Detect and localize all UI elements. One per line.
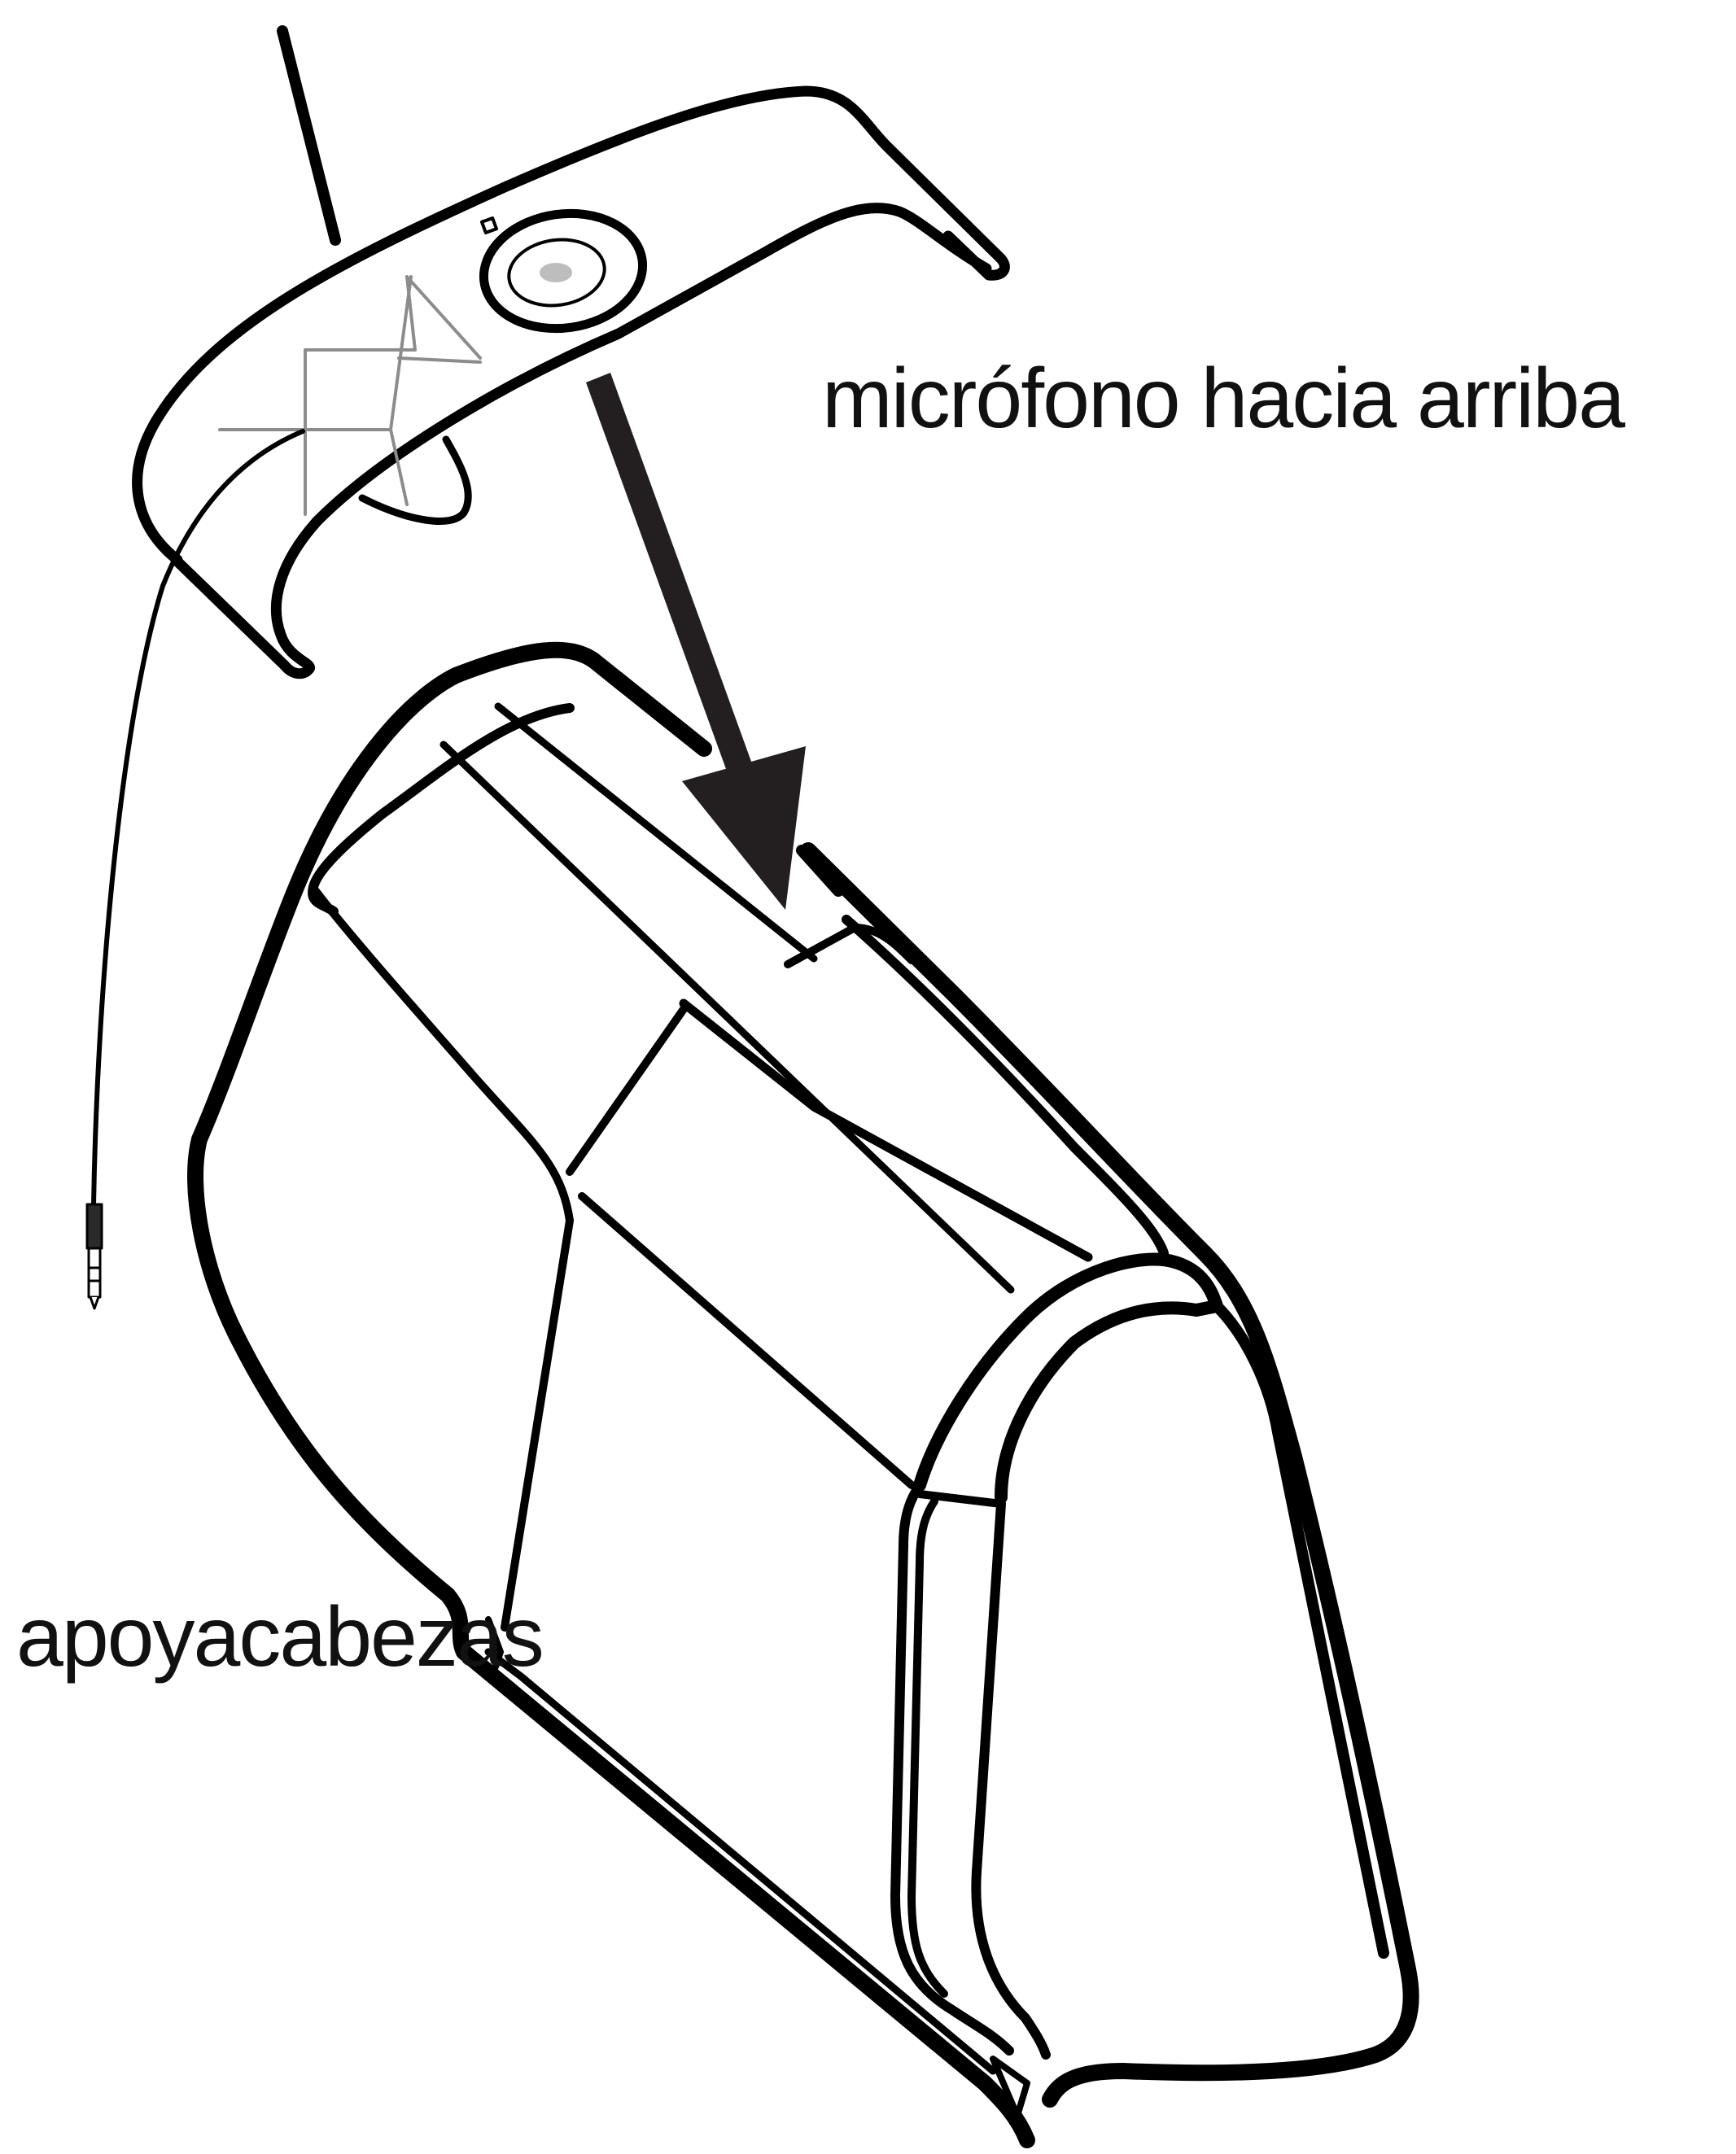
microphone-label: micrófono hacia arriba — [822, 356, 1624, 441]
mic-center-dot — [540, 263, 572, 282]
audio-jack — [87, 1204, 102, 1309]
antenna-line — [282, 31, 335, 240]
insertion-arrow — [586, 373, 806, 910]
crease-3 — [684, 1003, 1088, 1257]
arrow-head — [682, 746, 806, 910]
headrest-label: apoyacabezas — [16, 1595, 543, 1680]
pillow-right-panel — [976, 1504, 1046, 2055]
microphone-capsule — [476, 203, 650, 339]
headrest-base — [464, 1652, 1027, 2140]
pillow-left-panel-inner — [912, 1501, 944, 1994]
crease-5 — [582, 1196, 912, 1485]
top-cushion — [846, 920, 1164, 1253]
top-cushion-left — [313, 708, 570, 911]
mic-tab — [482, 218, 496, 233]
headset-clip — [94, 31, 1004, 1204]
audio-cable — [94, 431, 303, 1204]
front-right-face — [1217, 1306, 1384, 1953]
front-pillow — [920, 1260, 1217, 1497]
headrest — [195, 650, 1411, 2140]
crease-4 — [570, 1009, 684, 1172]
clip-back-curve — [362, 439, 468, 521]
headrest-outer-shell — [195, 650, 704, 1652]
